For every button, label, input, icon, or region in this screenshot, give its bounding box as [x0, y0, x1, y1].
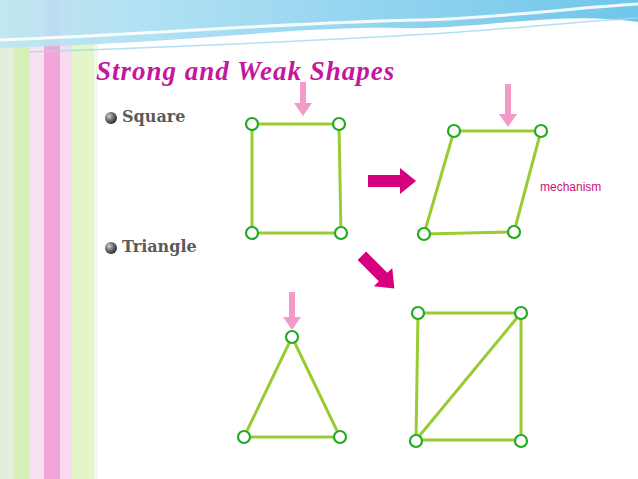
bullet-text: Square: [122, 107, 185, 126]
bullet-ball: [105, 242, 117, 254]
square-frame: [252, 124, 341, 233]
load-arrows: [283, 82, 517, 330]
top-banner: [0, 0, 638, 52]
braced-frame: [416, 313, 521, 440]
joints: [238, 118, 547, 447]
block-arrows: [353, 168, 416, 298]
bullet-text: Triangle: [122, 237, 197, 256]
bullet-ball: [105, 112, 117, 124]
note-label: mechanism: [540, 180, 601, 194]
collapsed-frame: [424, 131, 541, 234]
slide-title: Strong and Weak Shapes: [96, 56, 395, 87]
side-stripes: [0, 0, 98, 479]
triangle-frame: [244, 337, 340, 437]
